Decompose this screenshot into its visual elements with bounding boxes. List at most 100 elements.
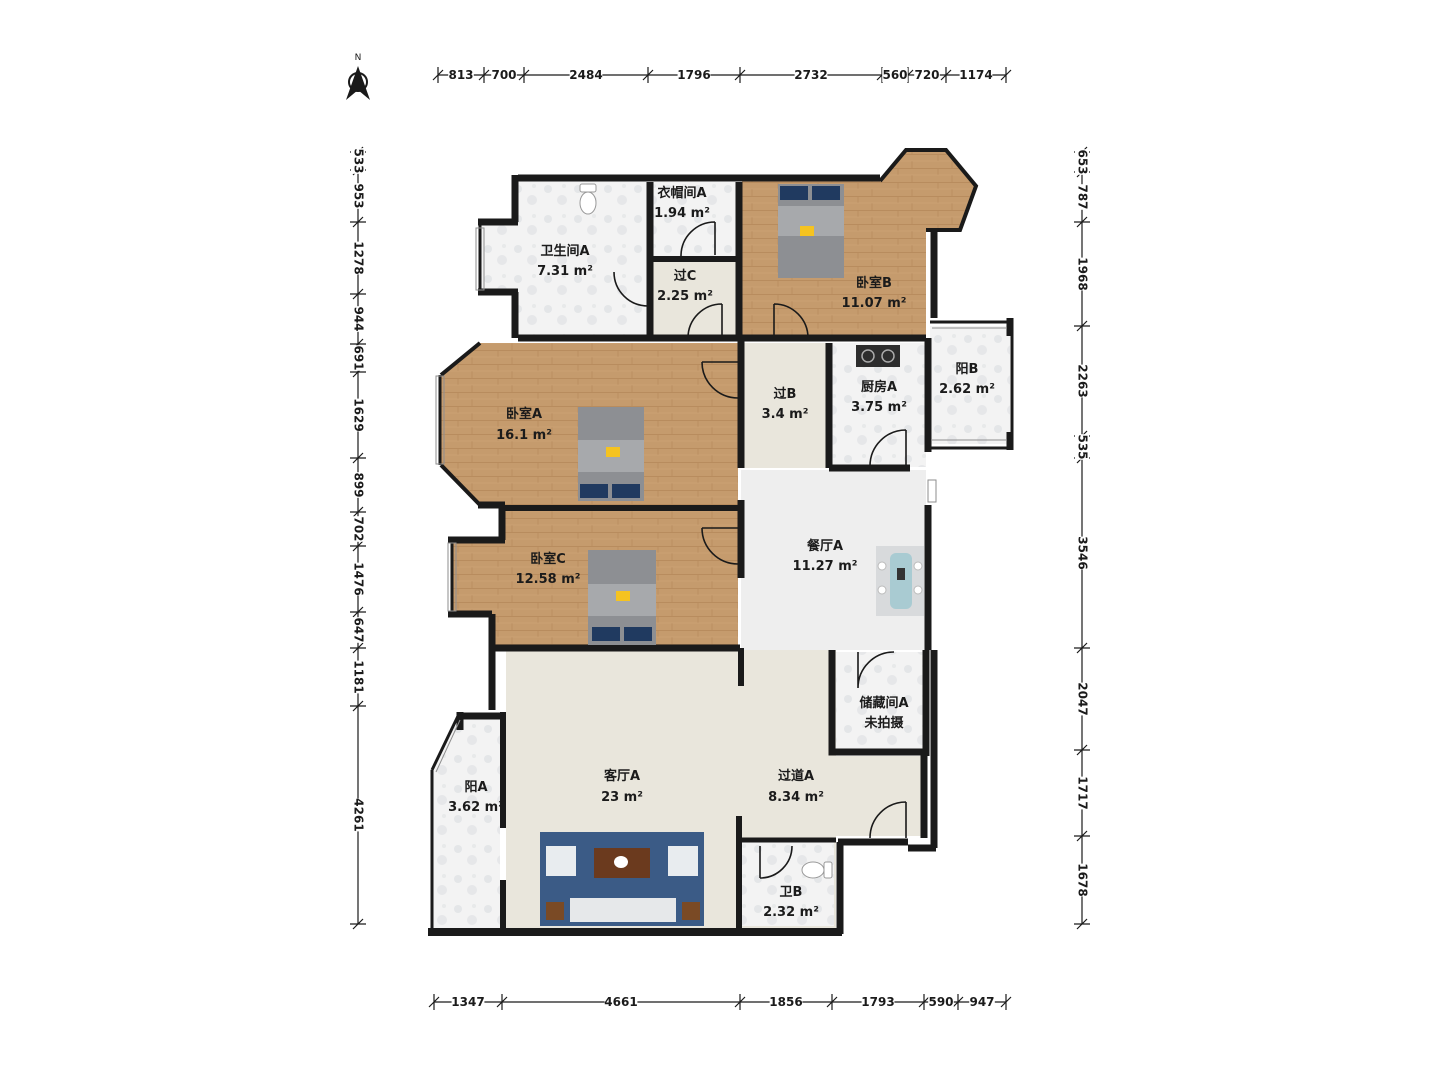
dimension-tick bbox=[350, 606, 366, 618]
door-bed-c bbox=[701, 527, 739, 565]
dimension-label-left: 1278 bbox=[352, 241, 366, 274]
door-bed-b bbox=[773, 303, 809, 339]
compass-label: N bbox=[355, 53, 362, 63]
dimension-label-bg bbox=[914, 68, 940, 82]
dimension-label-bg bbox=[604, 995, 638, 1009]
dimension-label-bg bbox=[882, 68, 908, 82]
floor-closet-a bbox=[651, 182, 737, 258]
door-storage-a bbox=[857, 651, 895, 689]
dimension-label-bottom: 1793 bbox=[861, 995, 894, 1009]
dimension-label-bg bbox=[1075, 536, 1089, 570]
dimension-label-bg bbox=[969, 995, 995, 1009]
toilet-icon bbox=[579, 183, 597, 215]
dimension-label-right: 2047 bbox=[1076, 682, 1090, 715]
room-name-bath-b: 卫B bbox=[780, 885, 803, 900]
room-name-balcony-a: 阳A bbox=[464, 780, 487, 795]
floor-bath-a bbox=[480, 178, 648, 338]
dimension-label-bg bbox=[351, 306, 365, 332]
dimension-label-top: 2732 bbox=[794, 68, 827, 82]
dimension-label-right: 1968 bbox=[1076, 257, 1090, 290]
dimension-label-bg bbox=[794, 68, 828, 82]
windows bbox=[435, 227, 1006, 773]
room-name-bath-a: 卫生间A bbox=[540, 243, 589, 259]
dimension-label-bg bbox=[351, 798, 365, 832]
dimension-label-bg bbox=[351, 148, 365, 174]
room-name-living-a: 客厅A bbox=[604, 768, 640, 784]
room-area-pass-c: 2.25 m² bbox=[657, 289, 713, 304]
room-name-kitchen-a: 厨房A bbox=[861, 379, 897, 395]
room-area-corridor-a: 8.34 m² bbox=[768, 790, 824, 805]
sofa-set-icon bbox=[540, 832, 704, 926]
dimension-label-top: 1796 bbox=[677, 68, 710, 82]
dimension-label-top: 2484 bbox=[569, 68, 602, 82]
dimension-tick bbox=[1074, 320, 1090, 332]
dimension-tick bbox=[1000, 67, 1012, 83]
dimension-label-right: 1678 bbox=[1076, 863, 1090, 896]
stove-icon bbox=[856, 345, 900, 367]
dimension-tick bbox=[518, 67, 530, 83]
room-area-dining-a: 11.27 m² bbox=[793, 559, 858, 574]
room-area-balcony-b: 2.62 m² bbox=[939, 382, 995, 397]
room-name-bed-c: 卧室C bbox=[530, 551, 566, 567]
room-name-pass-c: 过C bbox=[674, 268, 697, 284]
dining-table-icon bbox=[876, 546, 924, 616]
dimension-label-bottom: 4661 bbox=[604, 995, 637, 1009]
dimension-label-bg bbox=[1075, 434, 1089, 460]
dimension-label-bg bbox=[861, 995, 895, 1009]
dimension-label-bg bbox=[1075, 682, 1089, 716]
room-name-pass-b: 过B bbox=[774, 386, 797, 402]
dimension-tick bbox=[350, 700, 366, 712]
furniture bbox=[540, 183, 924, 926]
dimension-tick bbox=[918, 994, 930, 1010]
bed-icon bbox=[588, 550, 656, 645]
dimension-label-left: 4261 bbox=[352, 798, 366, 831]
room-area-bath-a: 7.31 m² bbox=[537, 264, 593, 279]
door-pass-c bbox=[687, 303, 723, 339]
dimension-tick bbox=[428, 994, 440, 1010]
dimension-label-bg bbox=[448, 68, 474, 82]
dimension-label-top: 1174 bbox=[959, 68, 992, 82]
dimension-label-bg bbox=[351, 516, 365, 542]
dimension-tick bbox=[826, 994, 838, 1010]
dimension-label-bottom: 590 bbox=[928, 995, 953, 1009]
dimension-label-bg bbox=[959, 68, 993, 82]
dimension-label-bg bbox=[928, 995, 954, 1009]
dimension-label-bg bbox=[1075, 364, 1089, 398]
dimension-label-bg bbox=[569, 68, 603, 82]
door-bed-a bbox=[701, 361, 739, 399]
dimension-tick bbox=[1074, 918, 1090, 930]
dimension-label-bg bbox=[451, 995, 485, 1009]
dimension-label-left: 702 bbox=[352, 516, 366, 541]
dimension-tick bbox=[1074, 744, 1090, 756]
room-area-closet-a: 1.94 m² bbox=[654, 206, 710, 221]
dimension-label-left: 1181 bbox=[352, 660, 366, 693]
dimension-label-bg bbox=[351, 345, 365, 371]
dimension-label-bg bbox=[677, 68, 711, 82]
dimension-tick bbox=[350, 540, 366, 552]
room-labels: 卫生间A 7.31 m² 衣帽间A 1.94 m² 过C 2.25 m² 卧室B… bbox=[448, 185, 995, 920]
dimension-tick bbox=[1074, 642, 1090, 654]
dimension-label-bg bbox=[351, 241, 365, 275]
dimension-tick bbox=[1074, 830, 1090, 842]
room-area-living-a: 23 m² bbox=[601, 790, 643, 805]
dimension-tick bbox=[1000, 994, 1012, 1010]
dimension-label-bg bbox=[351, 398, 365, 432]
dimension-label-left: 899 bbox=[352, 472, 366, 497]
floor-pass-b bbox=[741, 343, 828, 468]
dimension-label-left: 953 bbox=[352, 183, 366, 208]
dimension-label-left: 944 bbox=[352, 306, 366, 331]
dimension-label-right: 787 bbox=[1076, 184, 1090, 209]
room-name-dining-a: 餐厅A bbox=[806, 538, 843, 554]
room-name-closet-a: 衣帽间A bbox=[657, 185, 706, 201]
dimension-label-right: 3546 bbox=[1076, 536, 1090, 569]
north-arrow-icon: N bbox=[346, 53, 370, 100]
floor-balcony-b bbox=[930, 326, 1010, 444]
dimension-tick bbox=[642, 67, 654, 83]
dimension-label-bottom: 1347 bbox=[451, 995, 484, 1009]
dimension-tick bbox=[734, 67, 746, 83]
dimension-label-left: 533 bbox=[352, 148, 366, 173]
door-bath-b bbox=[759, 845, 793, 879]
dimension-label-bg bbox=[351, 617, 365, 643]
